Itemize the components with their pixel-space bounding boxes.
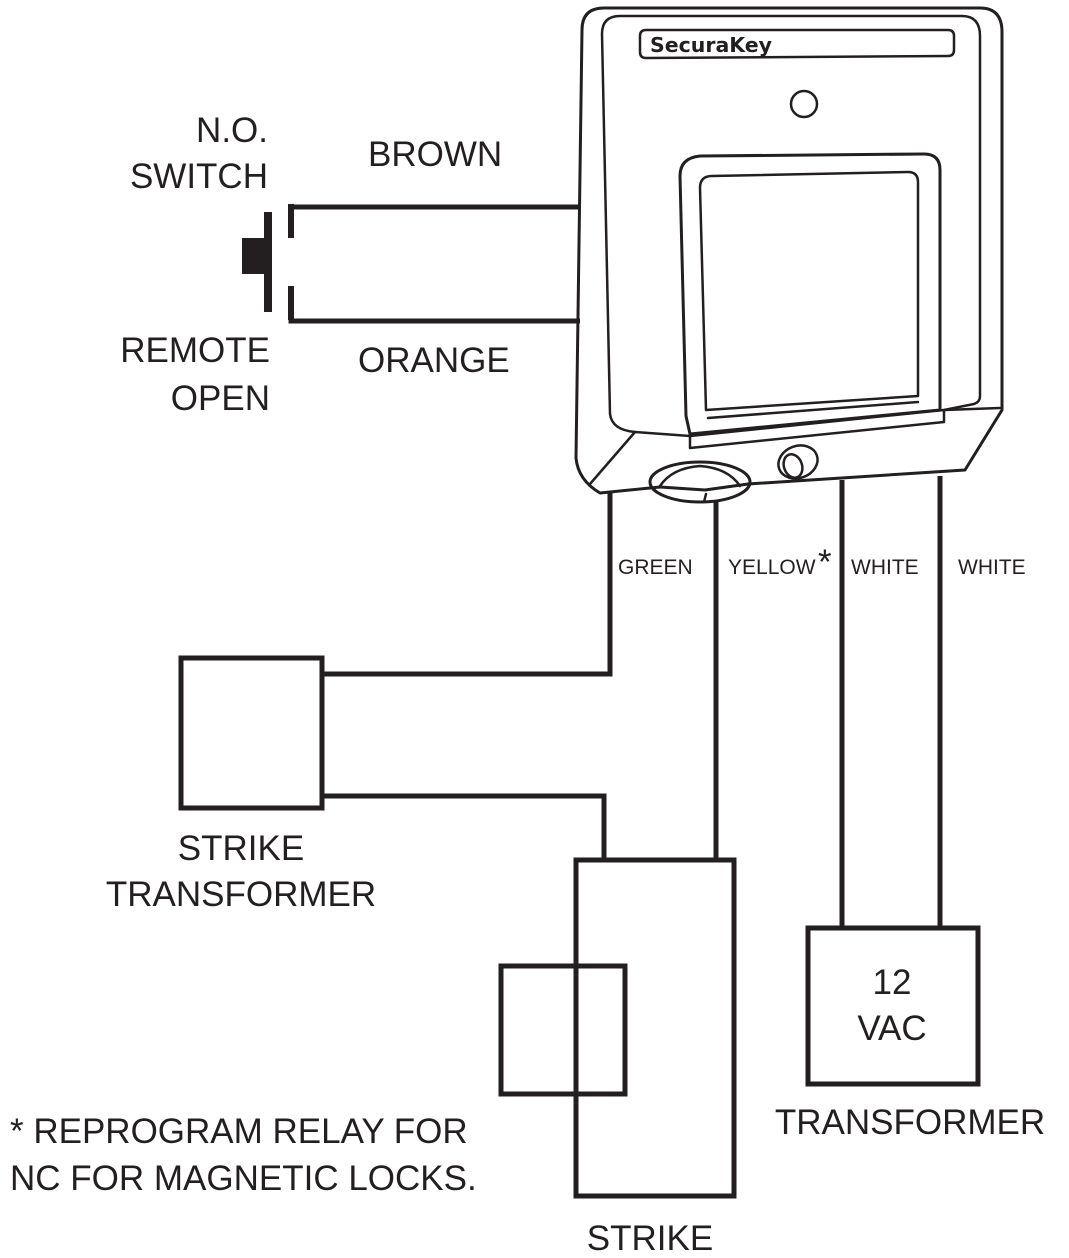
card-reader [574,6,1004,504]
reader-front-face [600,14,982,438]
strike-transformer-label-line2: TRANSFORMER [106,875,376,914]
orange-wire-label: ORANGE [358,341,510,380]
toggle-screw [777,444,819,480]
strike-keeper [498,963,628,1097]
yellow-wire-asterisk: * [818,543,832,582]
white-wire-2-label: WHITE [958,556,1026,579]
grommet-inner [658,464,742,504]
card-window-inner [698,170,920,412]
orange-wire [288,314,580,324]
brown-wire-label: BROWN [368,135,502,174]
strike-transformer-box [178,655,325,811]
boxes [178,655,981,1199]
switch-label-line1: N.O. [196,111,268,150]
brand-logo: SecuraKey [650,33,772,57]
remote-open-line2: OPEN [171,379,270,418]
brown-wire [288,204,580,210]
green-wire-label: GREEN [618,556,693,579]
card-window-outer [678,152,942,436]
reader-bottom-bevel [588,406,1002,486]
no-switch [242,204,294,320]
transformer-box-line1: 12 [873,963,912,1002]
indicator-light [789,89,819,119]
strike-transformer-label-line1: STRIKE [178,829,304,868]
strike-transformer-to-strike-wire [322,793,607,860]
card-window-ledge [706,400,920,420]
switch-label-line2: SWITCH [130,157,268,196]
transformer-box-line2: VAC [857,1009,926,1048]
strike-body [573,857,737,1199]
switch-contact-left [264,212,272,312]
switch-contact-bottom [288,286,294,320]
transformer-box [805,925,981,1087]
white-wire-1-label: WHITE [851,556,919,579]
wire-grommet [648,460,752,504]
remote-open-line1: REMOTE [120,331,270,370]
switch-button [242,238,266,274]
strike-label: STRIKE [587,1219,713,1258]
wiring [288,204,943,928]
reader-outer-shell [574,6,1004,495]
logo-badge [638,28,956,60]
toggle-screw-inner [782,453,804,479]
note-line2: NC FOR MAGNETIC LOCKS. [10,1159,477,1198]
transformer-label: TRANSFORMER [775,1103,1045,1142]
note-line1: * REPROGRAM RELAY FOR [10,1112,468,1151]
green-wire [322,492,613,677]
switch-contact-top [288,204,294,238]
yellow-wire-label: YELLOW [728,556,816,579]
